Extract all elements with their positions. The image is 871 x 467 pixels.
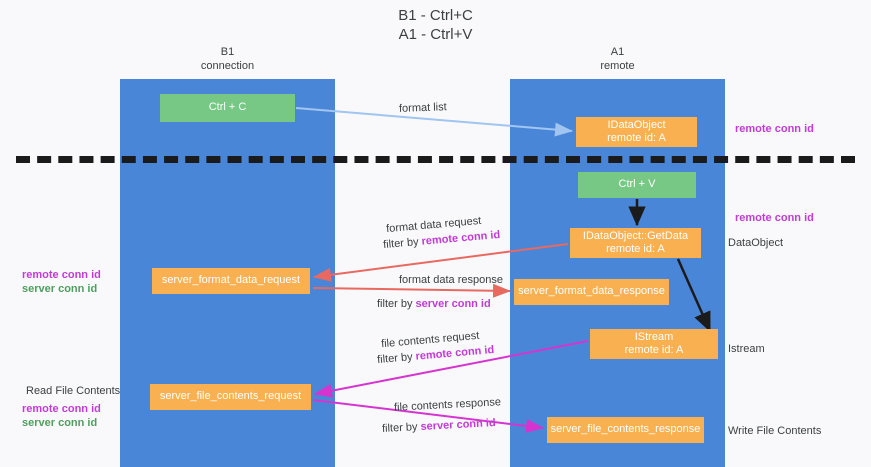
label-right-istream: Istream (728, 343, 765, 355)
filter-key: server conn id (415, 298, 491, 310)
label-left-conn-ids-mid: remote conn id server conn id (22, 268, 101, 296)
caption-file-contents-response: file contents response (393, 396, 502, 414)
filter-prefix: filter by (377, 298, 416, 310)
label-right-remote-conn-id-mid: remote conn id (735, 212, 814, 224)
caption-format-data-response: format data response (399, 274, 503, 286)
label-left-conn-ids-bottom: remote conn id server conn id (22, 402, 101, 430)
label-left-remote-conn-id-bottom: remote conn id (22, 403, 101, 415)
node-ctrl-c[interactable]: Ctrl + C (160, 94, 295, 122)
node-server-file-contents-response[interactable]: server_file_contents_response (547, 417, 704, 443)
label-right-remote-conn-id-top: remote conn id (735, 123, 814, 135)
lane-header-b1: B1 connection (200, 46, 255, 72)
label-left-read-file-contents: Read File Contents (26, 385, 121, 397)
node-ctrl-v[interactable]: Ctrl + V (578, 172, 696, 198)
diagram-title: B1 - Ctrl+C A1 - Ctrl+V (398, 7, 473, 43)
node-server-format-data-request[interactable]: server_format_data_request (152, 268, 310, 294)
node-istream[interactable]: IStream remote id: A (590, 329, 718, 359)
lane-header-a1: A1 remote (600, 46, 635, 72)
filter-key: server conn id (420, 417, 496, 433)
node-idataobject-getdata[interactable]: IDataObject::GetData remote id: A (570, 228, 701, 258)
label-left-server-conn-id-bottom: server conn id (22, 417, 98, 429)
filter-prefix: filter by (381, 420, 421, 435)
node-idataobject[interactable]: IDataObject remote id: A (576, 117, 697, 147)
filter-prefix: filter by (376, 350, 417, 367)
caption-format-list: format list (398, 101, 447, 115)
node-server-format-data-response[interactable]: server_format_data_response (514, 279, 669, 305)
caption-file-contents-response-filter: filter by server conn id (382, 416, 496, 436)
phase-divider (16, 156, 855, 163)
node-server-file-contents-request[interactable]: server_file_contents_request (150, 384, 311, 410)
label-left-server-conn-id-mid: server conn id (22, 283, 98, 295)
label-right-write-file-contents: Write File Contents (728, 425, 822, 437)
caption-format-data-response-filter: filter by server conn id (377, 297, 491, 311)
label-left-remote-conn-id-mid: remote conn id (22, 269, 101, 281)
filter-prefix: filter by (382, 235, 423, 252)
label-right-dataobject: DataObject (728, 237, 784, 249)
